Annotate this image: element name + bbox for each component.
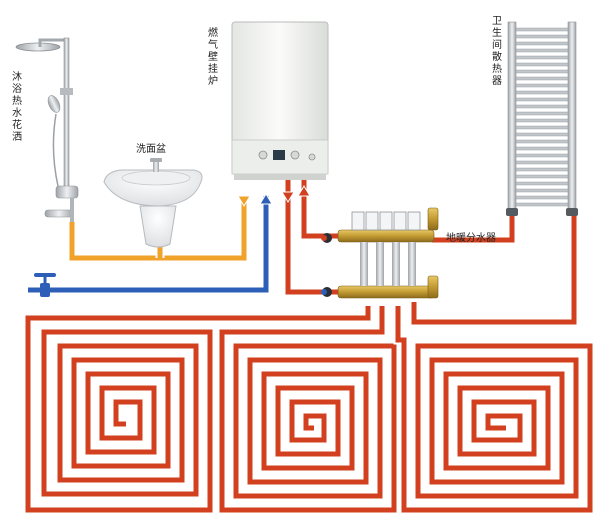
radiator-rung <box>515 34 569 39</box>
radiator-rung <box>515 76 569 81</box>
radiator-rung <box>515 202 569 207</box>
shower-head-icon <box>15 37 79 222</box>
radiator-rung <box>515 69 569 74</box>
radiator-rung <box>515 174 569 179</box>
radiator-rung <box>515 111 569 116</box>
radiator-rung <box>515 139 569 144</box>
flow-arrows <box>237 185 311 207</box>
floor-loop-left <box>23 306 373 515</box>
radiator-rung <box>515 48 569 53</box>
manifold-valves <box>351 211 421 286</box>
radiator-rung <box>515 97 569 102</box>
radiator-rung <box>515 195 569 200</box>
floor-loop-middle <box>217 306 399 515</box>
radiator-icon <box>506 21 578 216</box>
radiator-rung <box>515 125 569 130</box>
valve-icon <box>34 273 56 297</box>
radiator-label: 卫生间散热器 <box>492 16 502 87</box>
floor-heating-loops <box>23 306 595 515</box>
radiator-rungs <box>515 27 569 207</box>
radiator-rung <box>515 188 569 193</box>
radiator-rung <box>515 55 569 60</box>
radiator-rung <box>515 41 569 46</box>
radiator-rung <box>515 90 569 95</box>
radiator-rung <box>515 62 569 67</box>
supply-pipes <box>28 180 579 327</box>
radiator-rung <box>515 132 569 137</box>
shower-label: 沐浴热水花洒 <box>12 70 22 143</box>
radiator-rung <box>515 146 569 151</box>
radiator-rung <box>515 83 569 88</box>
boiler-label: 燃气壁挂炉 <box>208 26 218 87</box>
radiator-rung <box>515 118 569 123</box>
floor-loop-right <box>393 306 595 515</box>
boiler-icon <box>231 21 329 180</box>
basin-icon <box>103 158 203 248</box>
manifold-icon <box>321 207 439 299</box>
radiator-rung <box>515 104 569 109</box>
radiator-rung <box>515 181 569 186</box>
basin-label: 洗面盆 <box>136 142 166 155</box>
radiator-rung <box>515 153 569 158</box>
manifold-label: 地暖分水器 <box>446 231 496 244</box>
radiator-rung <box>515 160 569 165</box>
radiator-rung <box>515 167 569 172</box>
radiator-rung <box>515 27 569 32</box>
